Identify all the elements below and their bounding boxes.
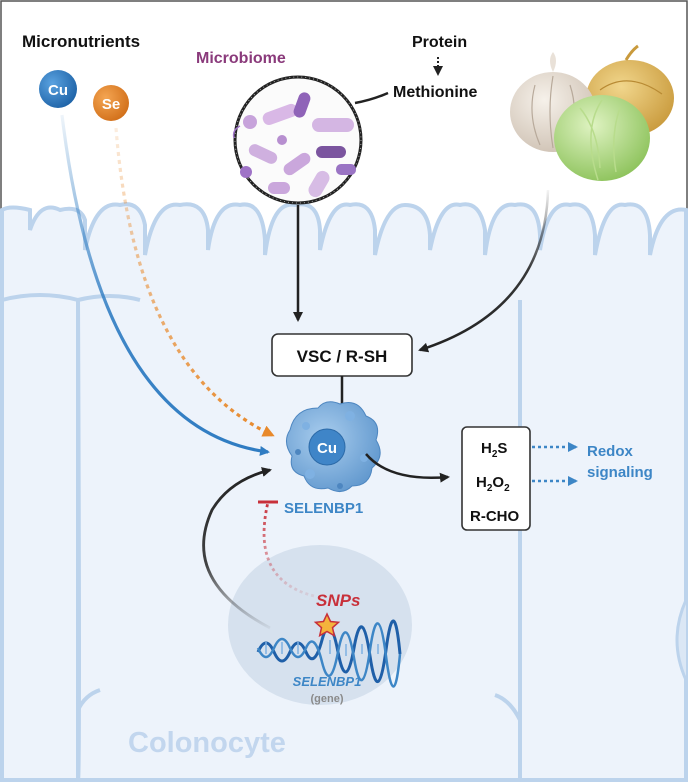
methionine-connector bbox=[354, 91, 389, 105]
cu-ion-label: Cu bbox=[48, 82, 68, 99]
h2o2-label: H2O2 bbox=[476, 474, 510, 494]
micronutrients-label: Micronutrients bbox=[22, 32, 140, 51]
snp-star-icon bbox=[313, 612, 341, 638]
snp-inhibition-arrow bbox=[262, 501, 315, 598]
selenbp1-protein-label: SELENBP1 bbox=[284, 500, 363, 517]
gene-expression-arrow bbox=[202, 467, 272, 630]
redox-label: Redox bbox=[587, 443, 634, 460]
protein-to-products-arrow bbox=[365, 453, 450, 483]
bacteria-magnifier-icon bbox=[232, 75, 363, 205]
protein-label: Protein bbox=[412, 34, 467, 51]
se-ion-label: Se bbox=[102, 96, 120, 113]
vegetables-arrow bbox=[418, 189, 550, 353]
microbiome-label: Microbiome bbox=[196, 50, 286, 67]
rcho-label: R-CHO bbox=[470, 508, 519, 525]
cu-ion-icon: Cu bbox=[39, 70, 77, 108]
se-ion-icon: Se bbox=[93, 85, 129, 121]
products-box bbox=[461, 426, 531, 531]
methionine-label: Methionine bbox=[393, 84, 478, 101]
colonocyte-cells bbox=[0, 202, 688, 782]
colonocyte-label: Colonocyte bbox=[128, 727, 286, 759]
h2s-label: H2S bbox=[481, 440, 507, 460]
cabbage-icon bbox=[554, 95, 650, 181]
selenbp1-gene-label: SELENBP1 bbox=[293, 674, 362, 689]
gene-note-label: (gene) bbox=[311, 693, 344, 705]
se-arrow bbox=[114, 127, 275, 437]
signaling-label: signaling bbox=[587, 464, 653, 481]
vsc-label: VSC / R-SH bbox=[297, 347, 388, 366]
cu-arrow bbox=[60, 114, 270, 456]
protein-cu-label: Cu bbox=[317, 440, 337, 457]
dna-helix-icon bbox=[256, 619, 402, 688]
snps-label: SNPs bbox=[316, 591, 360, 610]
selenbp1-protein-icon: Cu bbox=[286, 401, 381, 492]
